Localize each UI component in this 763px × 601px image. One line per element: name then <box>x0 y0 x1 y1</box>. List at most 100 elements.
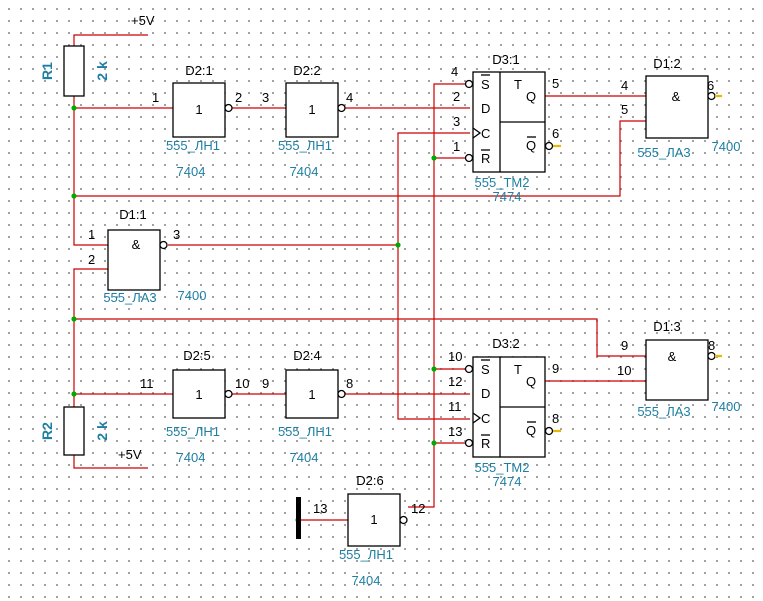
pin-number: 1 <box>152 90 159 105</box>
inversion-bubble <box>464 153 474 163</box>
pin-number: 12 <box>411 501 425 516</box>
wire-rail-to-d1-2 <box>74 120 646 197</box>
resistor-value: 2 k <box>94 421 110 441</box>
pin-number: 4 <box>346 90 353 105</box>
inversion-bubble <box>707 91 716 101</box>
pin-label-s: S <box>481 77 490 92</box>
gate-ref: D2:6 <box>356 473 383 488</box>
gate-body <box>285 369 339 419</box>
pin-number: 8 <box>708 338 715 353</box>
inversion-bubble <box>224 103 233 113</box>
resistor-r2[interactable]: R2 2 k <box>39 406 110 456</box>
junction-dot <box>431 440 437 446</box>
part-label: 555_ЛН1 <box>166 138 220 153</box>
pin-label-d: D <box>481 386 490 401</box>
gate-body <box>172 82 226 138</box>
pin-label-q: Q <box>526 374 536 389</box>
flipflop-d3-2[interactable]: D3:2 S D C R T Q Q 10 12 11 13 9 8 555_Т… <box>448 336 561 489</box>
part-label: 555_ЛН1 <box>166 424 220 439</box>
inversion-bubble <box>337 389 346 399</box>
gate-d1-1[interactable]: D1:1 & 1 2 3 555_ЛА3 7400 <box>88 207 206 305</box>
gate-symbol: 1 <box>195 102 202 117</box>
type-label: 7404 <box>177 450 206 465</box>
pin-label-qn: Q <box>526 138 536 153</box>
pin-number: 2 <box>88 252 95 267</box>
pin-label-r: R <box>481 151 490 166</box>
pin-number: 11 <box>448 399 462 414</box>
wire-sr-bus <box>408 83 465 508</box>
pin-number: 1 <box>453 139 460 154</box>
junction-dot <box>395 242 401 248</box>
wire-vcc-top <box>73 34 148 46</box>
junction-dot <box>71 391 77 397</box>
part-label: 555_ЛН1 <box>339 547 393 562</box>
pin-number: 3 <box>173 227 180 242</box>
pin-number: 2 <box>453 89 460 104</box>
junctions <box>71 105 437 523</box>
pin-label-c: C <box>481 126 490 141</box>
pin-number: 10 <box>235 376 249 391</box>
pin-number: 3 <box>453 114 460 129</box>
pin-label-s: S <box>481 362 490 377</box>
inversion-bubble <box>337 103 346 113</box>
inversion-bubble <box>464 79 474 89</box>
gate-d2-4[interactable]: D2:4 1 9 8 555_ЛН1 7404 <box>262 348 353 465</box>
gate-symbol: 1 <box>195 387 202 402</box>
pin-number: 1 <box>88 227 95 242</box>
wire-rail-to-d1-3 <box>74 318 646 357</box>
gate-d2-6[interactable]: D2:6 1 13 12 555_ЛН1 7404 <box>313 473 425 588</box>
gate-symbol: & <box>132 237 141 252</box>
input-bar-icon <box>296 497 301 539</box>
type-label: 7404 <box>290 164 319 179</box>
wire-left-rail-top <box>73 96 108 246</box>
type-label: 7404 <box>290 450 319 465</box>
resistor-body <box>63 406 85 456</box>
inversion-bubble <box>224 389 233 399</box>
gate-ref: D1:1 <box>119 207 146 222</box>
pin-number: 12 <box>448 374 462 389</box>
pin-label-q: Q <box>526 89 536 104</box>
pin-label-r: R <box>481 436 490 451</box>
pin-number: 9 <box>621 338 628 353</box>
pin-number: 6 <box>707 78 714 93</box>
pin-number: 2 <box>235 90 242 105</box>
pin-number: 5 <box>552 76 559 91</box>
pin-number: 9 <box>262 376 269 391</box>
pin-number: 4 <box>451 64 458 79</box>
type-label: 7404 <box>177 164 206 179</box>
junction-dot <box>431 366 437 372</box>
inversion-bubble <box>544 141 554 151</box>
vcc-top-label: +5V <box>131 13 155 28</box>
type-label: 7400 <box>712 139 741 154</box>
gate-d1-2[interactable]: D1:2 & 4 5 6 555_ЛА3 7400 <box>621 56 740 160</box>
flipflop-ref: D3:1 <box>492 52 519 67</box>
gate-ref: D1:2 <box>653 56 680 71</box>
flipflop-d3-1[interactable]: D3:1 S D C R T Q Q 4 2 3 1 5 6 555_ТМ2 7… <box>451 52 561 204</box>
pin-number: 5 <box>621 102 628 117</box>
gate-body <box>172 369 226 419</box>
gate-d2-5[interactable]: D2:5 1 11 10 555_ЛН1 7404 <box>140 348 249 465</box>
inversion-bubble <box>707 351 716 361</box>
vcc-bottom-label: +5V <box>118 447 142 462</box>
pin-number: 8 <box>346 376 353 391</box>
pin-number: 10 <box>448 349 462 364</box>
gate-ref: D2:1 <box>185 63 212 78</box>
gate-d1-3[interactable]: D1:3 & 9 10 8 555_ЛА3 7400 <box>617 319 740 419</box>
wire-vcc-bottom <box>73 455 148 469</box>
gate-d2-1[interactable]: D2:1 1 1 2 555_ЛН1 7404 <box>152 63 242 179</box>
part-label: 555_ЛА3 <box>103 290 156 305</box>
junction-dot <box>71 105 77 111</box>
pin-number: 13 <box>313 501 327 516</box>
junction-dot <box>71 193 77 199</box>
resistor-body <box>63 45 85 97</box>
gate-d2-2[interactable]: D2:2 1 3 4 555_ЛН1 7404 <box>262 63 353 179</box>
gate-ref: D1:3 <box>653 319 680 334</box>
resistor-r1[interactable]: R1 2 k <box>39 45 110 97</box>
gate-symbol: 1 <box>370 512 377 527</box>
junction-dot <box>431 155 437 161</box>
pin-number: 3 <box>262 90 269 105</box>
pin-number: 13 <box>448 424 462 439</box>
inversion-bubble <box>464 364 474 374</box>
clock-triangle-icon <box>472 127 482 139</box>
